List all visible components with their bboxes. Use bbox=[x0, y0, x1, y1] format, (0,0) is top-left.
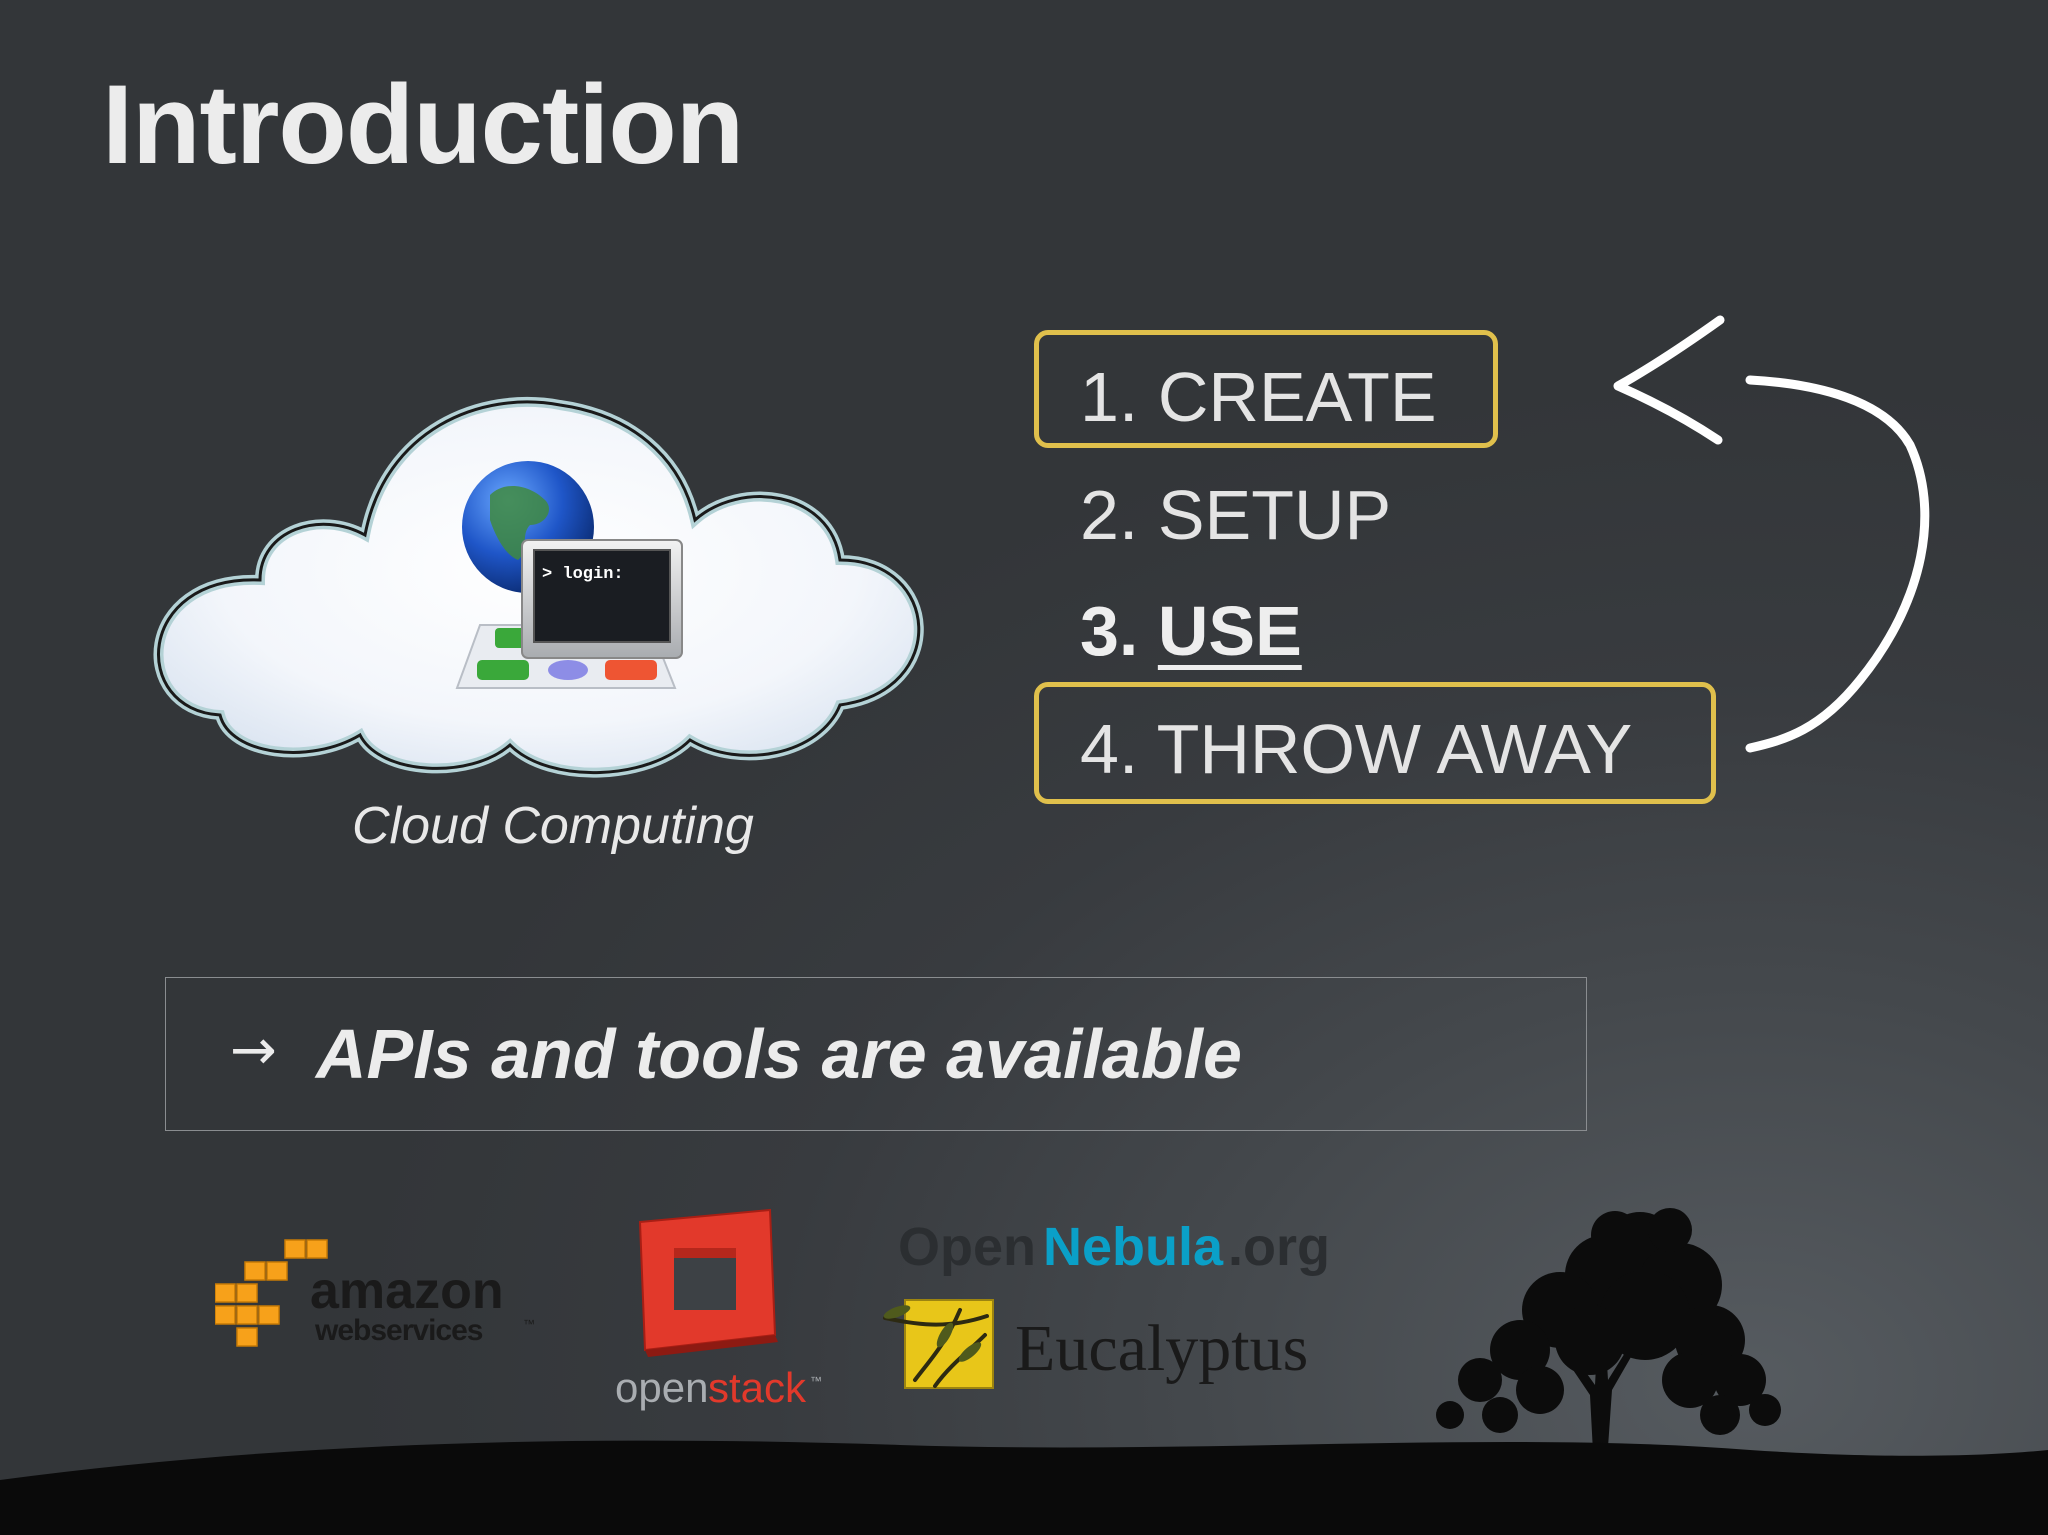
loop-back-arrow-icon bbox=[1613, 315, 1930, 753]
opennebula-part2: Nebula bbox=[1043, 1217, 1224, 1277]
step-number: 4. bbox=[1080, 710, 1139, 788]
opennebula-part1: Open bbox=[898, 1217, 1036, 1277]
highlight-box-create bbox=[1034, 330, 1498, 448]
right-arrow-icon: → bbox=[230, 1018, 277, 1083]
aws-tm: ™ bbox=[523, 1317, 535, 1331]
step-number: 1. bbox=[1080, 358, 1139, 436]
step-label: CREATE bbox=[1157, 358, 1437, 436]
terminal-prompt: > login: bbox=[542, 565, 624, 584]
eucalyptus-name: Eucalyptus bbox=[1015, 1312, 1308, 1385]
cloud-caption: Cloud Computing bbox=[352, 797, 754, 855]
lifecycle-steps: 1. CREATE 2. SETUP 3. USE 4. THROW AWAY bbox=[1030, 320, 1930, 820]
aws-line1: amazon bbox=[310, 1262, 504, 1320]
opennebula-part3: .org bbox=[1228, 1217, 1330, 1277]
step-number: 3. bbox=[1080, 592, 1139, 670]
highlight-box-throw-away bbox=[1034, 682, 1716, 804]
step-label: SETUP bbox=[1157, 476, 1392, 554]
step-use: 3. USE bbox=[1080, 596, 1302, 666]
note-text: APIs and tools are available bbox=[316, 1015, 1242, 1093]
tree-silhouette bbox=[1436, 1208, 1781, 1490]
step-label: THROW AWAY bbox=[1156, 710, 1633, 788]
ground-silhouette bbox=[0, 1440, 2048, 1535]
step-throw-away: 4. THROW AWAY bbox=[1080, 714, 1632, 784]
amazon-web-services-logo: amazon webservices ™ bbox=[215, 1239, 535, 1347]
openstack-tm: ™ bbox=[810, 1374, 822, 1388]
openstack-part1: open bbox=[615, 1364, 708, 1411]
step-label: USE bbox=[1157, 592, 1302, 670]
step-setup: 2. SETUP bbox=[1080, 480, 1391, 550]
openstack-part2: stack bbox=[708, 1364, 807, 1411]
monitor-icon: > login: bbox=[521, 539, 683, 659]
aws-line2: webservices bbox=[314, 1314, 483, 1347]
step-create: 1. CREATE bbox=[1080, 362, 1437, 432]
openstack-logo: open stack ™ bbox=[615, 1208, 822, 1411]
eucalyptus-logo: Eucalyptus bbox=[883, 1299, 1308, 1389]
slide-title: Introduction bbox=[102, 62, 744, 187]
opennebula-logo: Open Nebula .org bbox=[898, 1217, 1330, 1277]
cloud-computing-illustration: > login: bbox=[153, 397, 924, 778]
note-box: → APIs and tools are available bbox=[165, 977, 1587, 1131]
step-number: 2. bbox=[1080, 476, 1139, 554]
